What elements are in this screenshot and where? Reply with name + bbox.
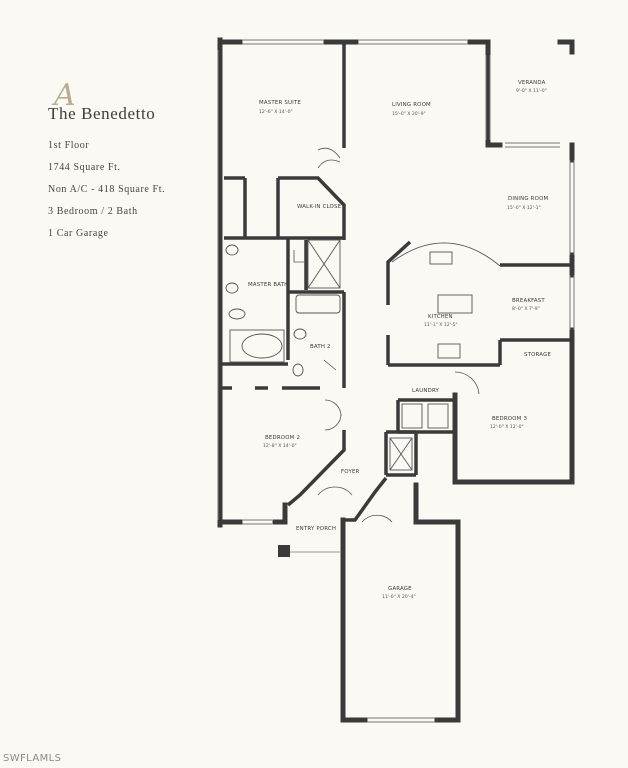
dim-living-room: 15'-0" X 20'-9": [392, 111, 426, 117]
doors: [293, 147, 480, 523]
label-dining-room: DINING ROOM: [508, 196, 549, 202]
label-entry-porch: ENTRY PORCH: [296, 526, 336, 532]
dim-bedroom-2: 12'-8" X 14'-0": [263, 443, 297, 449]
label-foyer: FOYER: [341, 469, 360, 475]
fixtures: [225, 239, 501, 471]
dim-bedroom-3: 12'-0" X 12'-0": [490, 424, 524, 430]
label-walk-in-closet: WALK-IN CLOSET: [297, 204, 345, 210]
dim-master-suite: 12'-6" X 14'-0": [259, 109, 293, 115]
dim-breakfast: 8'-0" X 7'-9": [512, 306, 540, 312]
label-master-bath: MASTER BATH: [248, 282, 288, 288]
dim-kitchen: 11'-1" X 12'-5": [424, 322, 458, 328]
kitchen-island: [437, 294, 473, 314]
label-laundry: LAUNDRY: [412, 388, 440, 394]
bathtub: [295, 294, 341, 314]
spec-non-ac: Non A/C - 418 Square Ft.: [48, 184, 166, 195]
washer: [401, 403, 423, 429]
porch-column: [278, 545, 290, 557]
plan-title: The Benedetto: [48, 104, 156, 123]
master-toilet: [228, 308, 246, 320]
kitchen-range: [437, 343, 461, 359]
label-bedroom-3: BEDROOM 3: [492, 416, 527, 422]
interior-walls: [222, 42, 572, 522]
decorative-initial: A: [54, 78, 76, 113]
label-veranda: VERANDA: [518, 80, 546, 86]
room-labels: MASTER SUITE 12'-6" X 14'-0" LIVING ROOM…: [248, 80, 551, 600]
spec-floor: 1st Floor: [48, 140, 90, 151]
master-shower: [307, 239, 341, 289]
label-breakfast: BREAKFAST: [512, 298, 545, 304]
windows: [217, 39, 575, 723]
label-master-suite: MASTER SUITE: [259, 100, 301, 106]
master-sink-2: [225, 282, 239, 294]
master-sink-1: [225, 244, 239, 256]
entry-porch-posts: [278, 545, 290, 557]
label-garage: GARAGE: [388, 586, 412, 592]
label-living-room: LIVING ROOM: [392, 102, 431, 108]
dim-garage: 11'-6" X 20'-4": [382, 594, 416, 600]
kitchen-sink: [429, 251, 453, 265]
watermark: SWFLAMLS: [3, 753, 62, 764]
spec-garage: 1 Car Garage: [48, 228, 109, 239]
bath2-sink: [292, 363, 304, 377]
exterior-walls: [217, 37, 575, 723]
label-bath-2: BATH 2: [310, 344, 331, 350]
master-tub: [241, 333, 283, 359]
dryer: [427, 403, 449, 429]
bath2-toilet: [293, 328, 307, 340]
label-bedroom-2: BEDROOM 2: [265, 435, 300, 441]
water-heater: [389, 437, 413, 471]
label-storage: STORAGE: [524, 352, 551, 358]
spec-bed-bath: 3 Bedroom / 2 Bath: [48, 206, 138, 217]
spec-square-feet: 1744 Square Ft.: [48, 162, 121, 173]
label-kitchen: KITCHEN: [428, 314, 453, 320]
dim-veranda: 9'-0" X 11'-0": [516, 88, 547, 94]
dim-dining-room: 15'-0" X 12'-1": [507, 205, 541, 211]
